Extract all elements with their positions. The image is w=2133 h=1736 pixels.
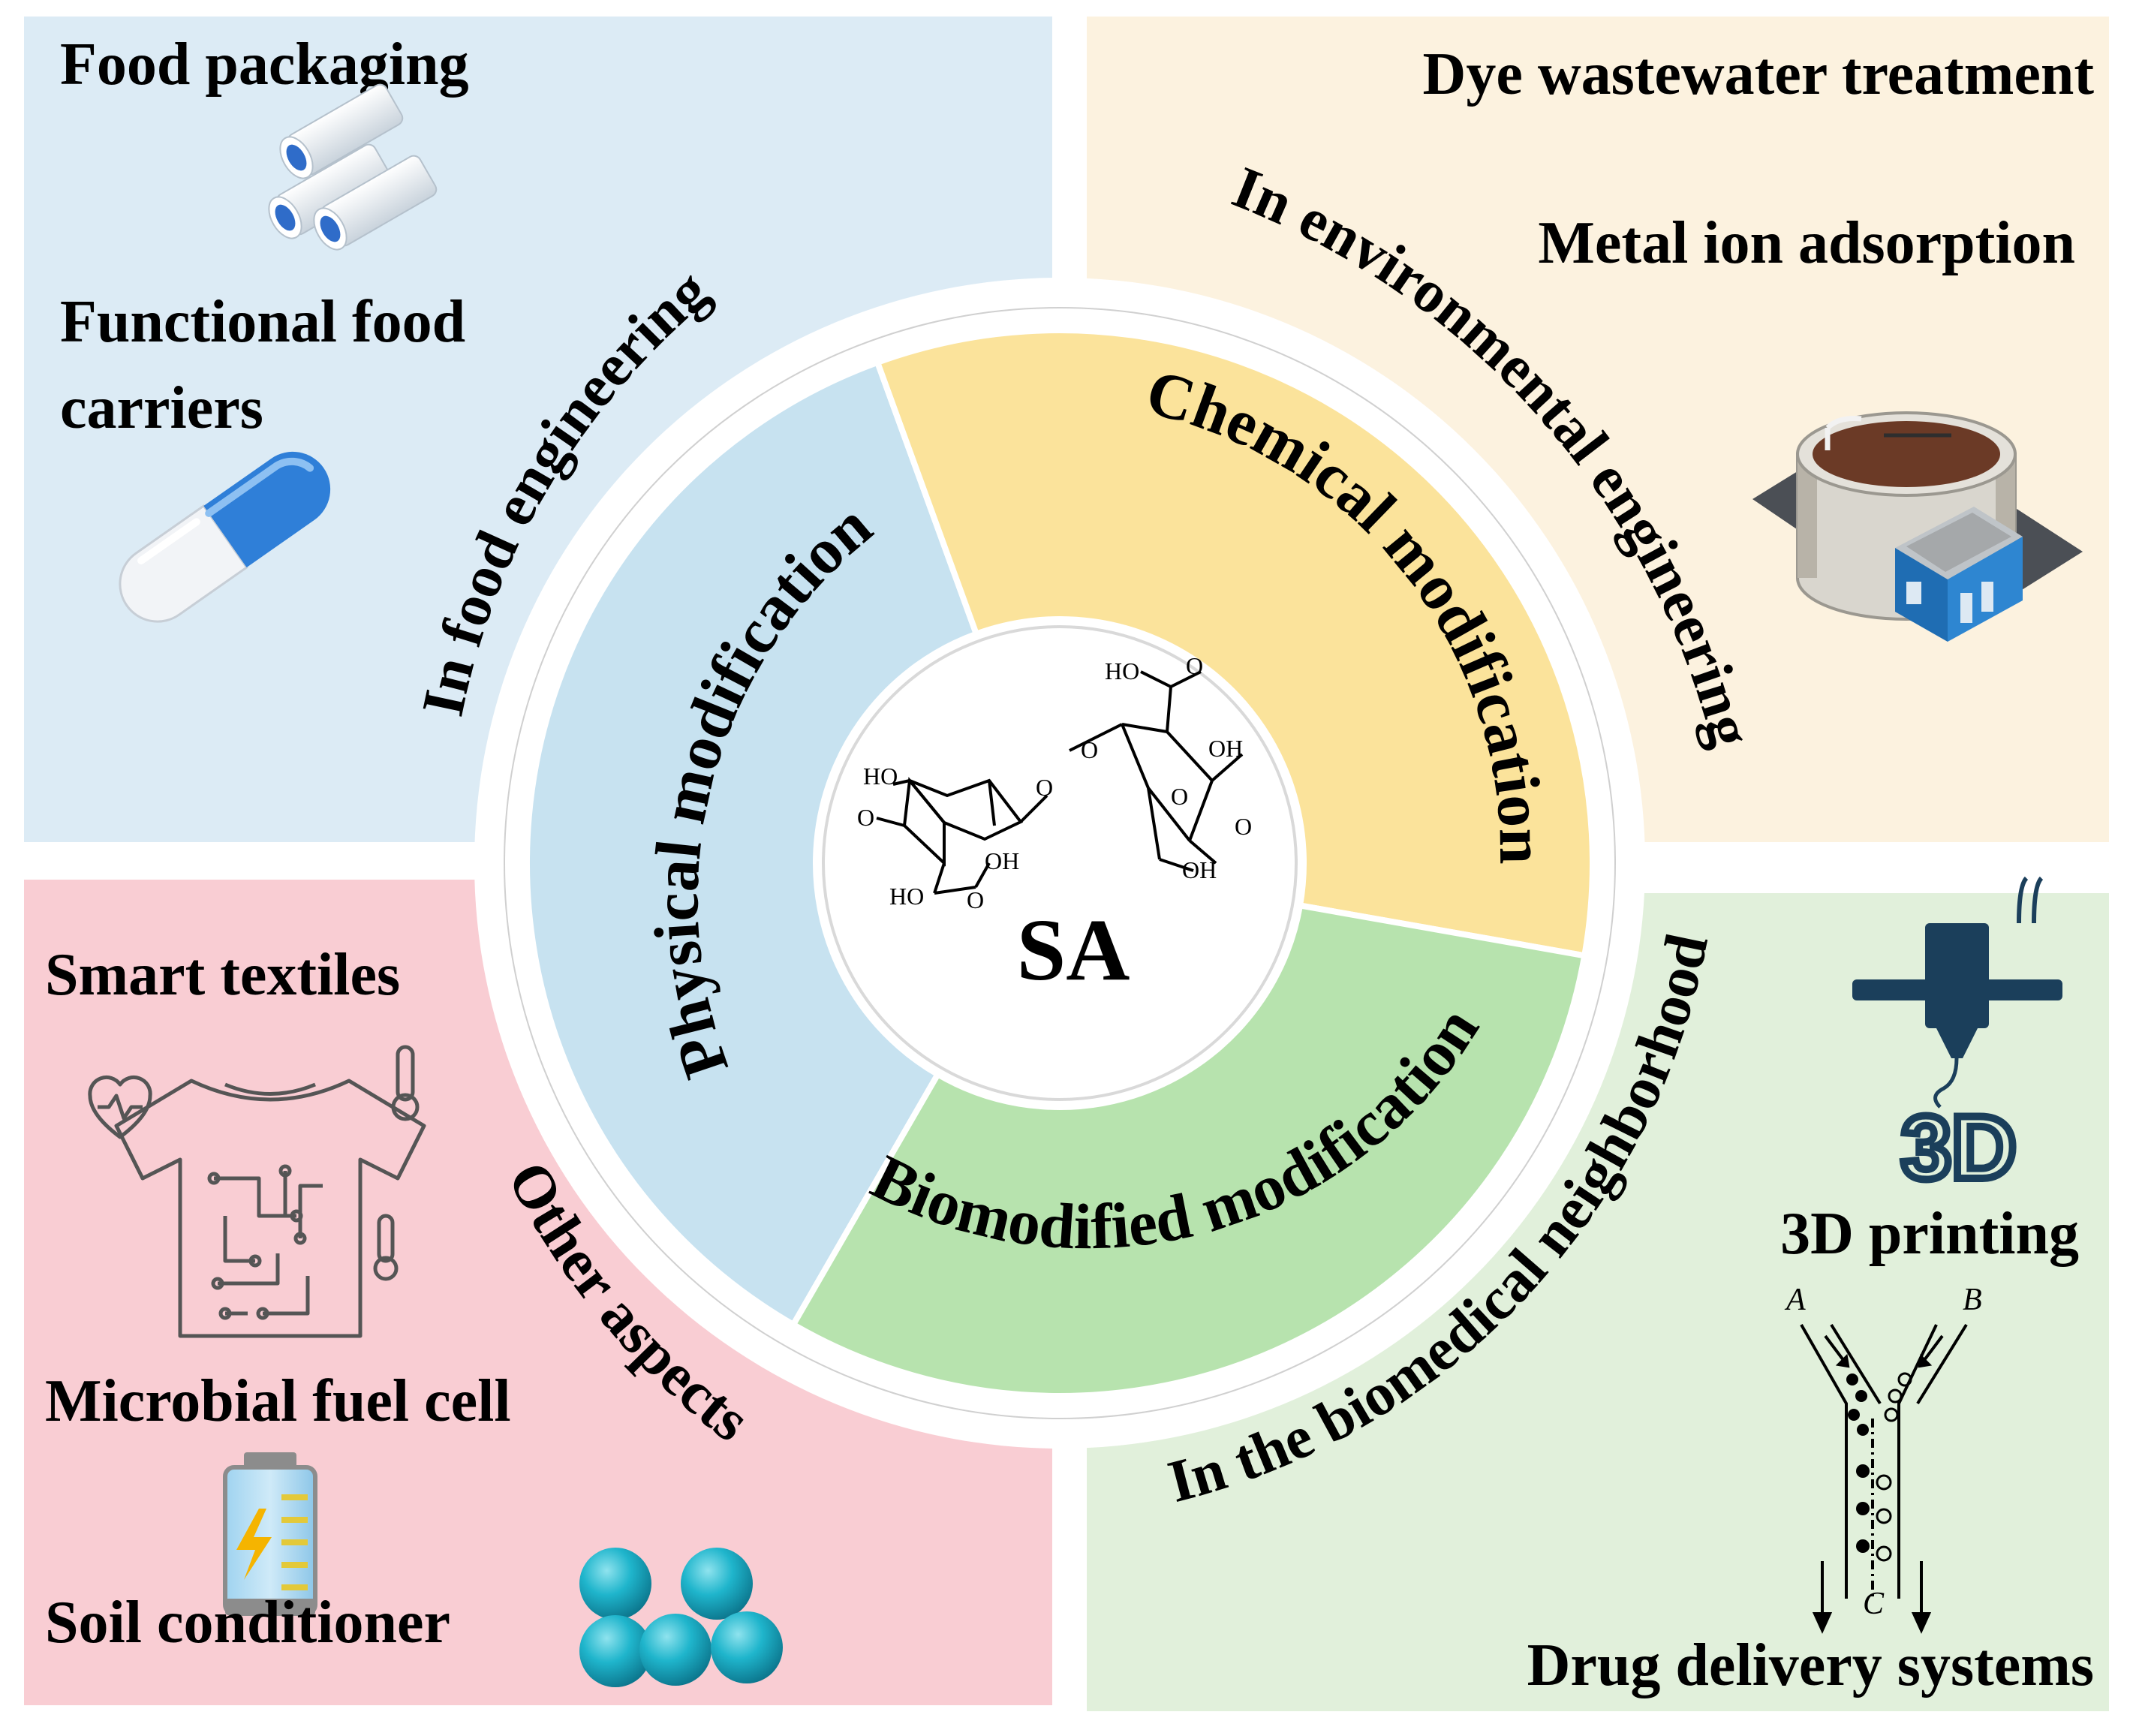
molecule-atom-labels: HO O O OH HO O HO O OH O O OH O [857,652,1252,913]
metal-ion-adsorption-label: Metal ion adsorption [1538,210,2075,276]
atom-label: O [1186,652,1203,679]
flow-label-b: B [1963,1283,1982,1317]
capsule-icon [119,451,331,623]
chemical-modification-sector [874,327,1596,959]
center-label: SA [1017,901,1130,999]
smart-textiles-label: Smart textiles [45,942,400,1008]
flow-label-c: C [1863,1587,1885,1621]
atom-label: OH [1208,735,1243,762]
atom-label: HO [1105,657,1139,684]
microbial-fuel-cell-label: Microbial fuel cell [45,1368,511,1434]
3d-printer-icon: 3D [1852,876,2062,1202]
ring-border [504,307,1616,1419]
center-circle [822,625,1298,1101]
atom-label: O [967,886,984,913]
atom-label: O [1171,783,1188,810]
microfluidic-y-channel-icon [1800,1323,1968,1634]
atom-label: O [1235,813,1252,840]
battery-icon [223,1452,317,1616]
sodium-alginate-structure [876,670,1244,895]
3d-print-mark: 3D [1901,1097,2016,1198]
packaging-tubes-icon [268,83,438,251]
atom-label: O [857,804,874,831]
soil-conditioner-label: Soil conditioner [45,1590,450,1656]
biomodified-modification-sector [789,901,1588,1399]
dye-wastewater-treatment-label: Dye wastewater treatment [1423,41,2095,107]
wastewater-plant-icon [1752,411,2083,642]
functional-food-carriers-label-line1: Functional food [60,289,465,355]
atom-label: OH [985,847,1019,874]
atom-label: O [1036,774,1053,801]
food-packaging-label: Food packaging [60,32,469,98]
functional-food-carriers-label-line2: carriers [60,375,263,441]
atom-label: HO [863,763,898,790]
soil-beads-icon [579,1548,783,1687]
atom-label: OH [1182,856,1217,883]
flow-label-a: A [1784,1283,1806,1317]
physical-modification-sector [524,358,980,1329]
atom-label: O [1081,736,1098,763]
3d-printing-label: 3D printing [1780,1201,2079,1267]
drug-delivery-systems-label: Drug delivery systems [1527,1632,2094,1698]
smart-tshirt-icon [88,1045,426,1338]
atom-label: HO [889,883,924,910]
droplets [1846,1372,1912,1562]
